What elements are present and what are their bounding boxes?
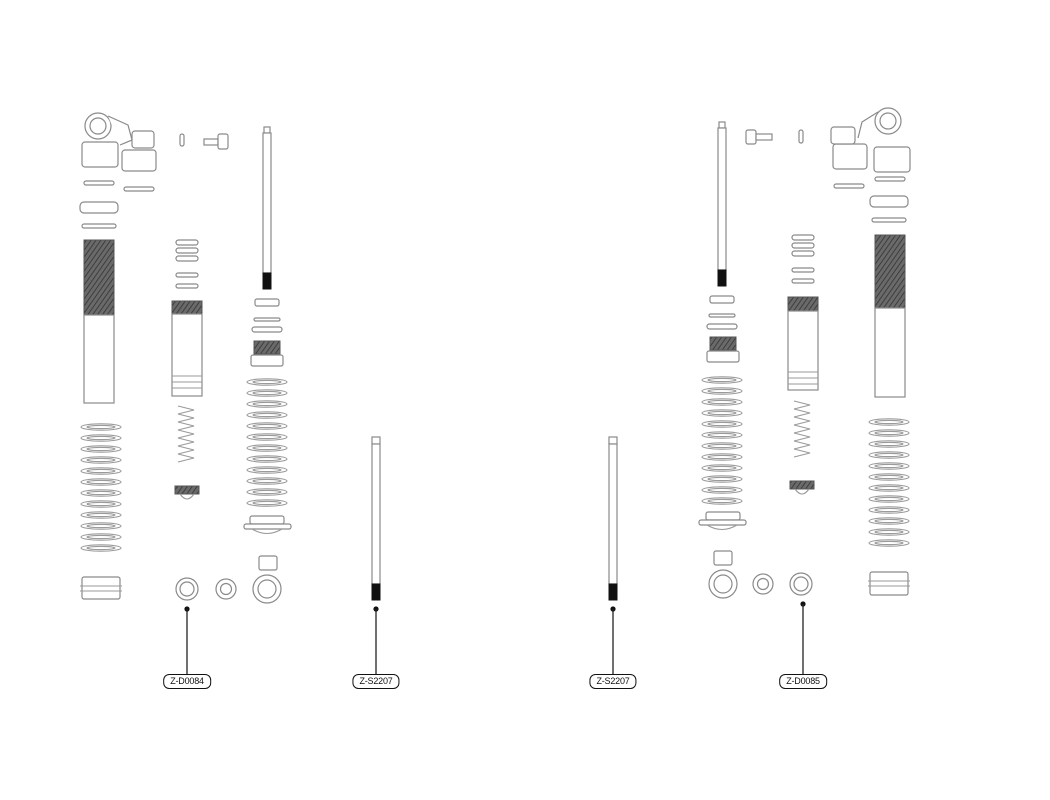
left-inner-spring bbox=[177, 405, 195, 463]
right-long-shaft bbox=[717, 121, 727, 287]
right-bushing-small bbox=[752, 573, 774, 595]
left-long-shaft bbox=[262, 126, 272, 290]
left-bushing-small bbox=[215, 578, 237, 600]
left-o-rings bbox=[251, 298, 283, 333]
left-threaded-body bbox=[83, 239, 115, 404]
left-pin bbox=[179, 133, 185, 147]
left-lower-collar bbox=[80, 576, 122, 600]
right-spring-seat-flange bbox=[698, 511, 747, 531]
right-lock-nut bbox=[789, 480, 815, 495]
right-pin bbox=[798, 129, 804, 144]
right-washer-1 bbox=[874, 176, 906, 182]
left-adjuster-ring bbox=[79, 201, 119, 214]
right-washer-3 bbox=[871, 217, 907, 223]
right-lower-collar bbox=[868, 571, 910, 596]
left-washer-1 bbox=[83, 180, 115, 186]
left-bushing bbox=[175, 577, 199, 601]
callout-right-bushing: Z-D0085 bbox=[779, 674, 827, 689]
right-shaft-spring bbox=[701, 376, 743, 505]
leader-lines bbox=[184, 601, 806, 675]
right-rod-end-eyelet bbox=[708, 550, 738, 599]
callout-left-bushing: Z-D0084 bbox=[163, 674, 211, 689]
left-main-spring bbox=[80, 423, 122, 552]
right-inner-spring bbox=[793, 400, 811, 458]
right-threaded-body bbox=[874, 234, 906, 398]
right-bushing bbox=[789, 572, 813, 596]
left-upper-mount bbox=[81, 112, 157, 172]
left-damper-tube bbox=[171, 300, 203, 397]
left-threaded-nut bbox=[250, 340, 284, 367]
left-bolt bbox=[203, 133, 229, 150]
right-o-rings bbox=[706, 295, 738, 330]
right-assembly bbox=[608, 107, 911, 601]
right-adjuster-ring bbox=[869, 195, 909, 208]
left-shaft-spring bbox=[246, 378, 288, 507]
callout-left-shaft: Z-S2207 bbox=[352, 674, 400, 689]
callout-right-shaft: Z-S2207 bbox=[589, 674, 637, 689]
left-piston-stack bbox=[175, 239, 199, 289]
left-spring-seat-flange bbox=[243, 515, 292, 535]
left-lock-nut bbox=[174, 485, 200, 500]
right-piston-rod bbox=[608, 436, 618, 601]
left-washer-3 bbox=[81, 223, 117, 229]
right-main-spring bbox=[868, 418, 910, 547]
right-threaded-nut bbox=[706, 336, 740, 363]
right-washer-2 bbox=[833, 183, 865, 189]
left-assembly bbox=[79, 112, 381, 604]
right-damper-tube bbox=[787, 296, 819, 391]
right-bolt bbox=[745, 129, 773, 145]
left-piston-rod bbox=[371, 436, 381, 601]
left-washer-2 bbox=[123, 186, 155, 192]
right-piston-stack bbox=[791, 234, 815, 284]
right-upper-mount bbox=[830, 107, 911, 173]
left-rod-end-eyelet bbox=[252, 555, 282, 604]
